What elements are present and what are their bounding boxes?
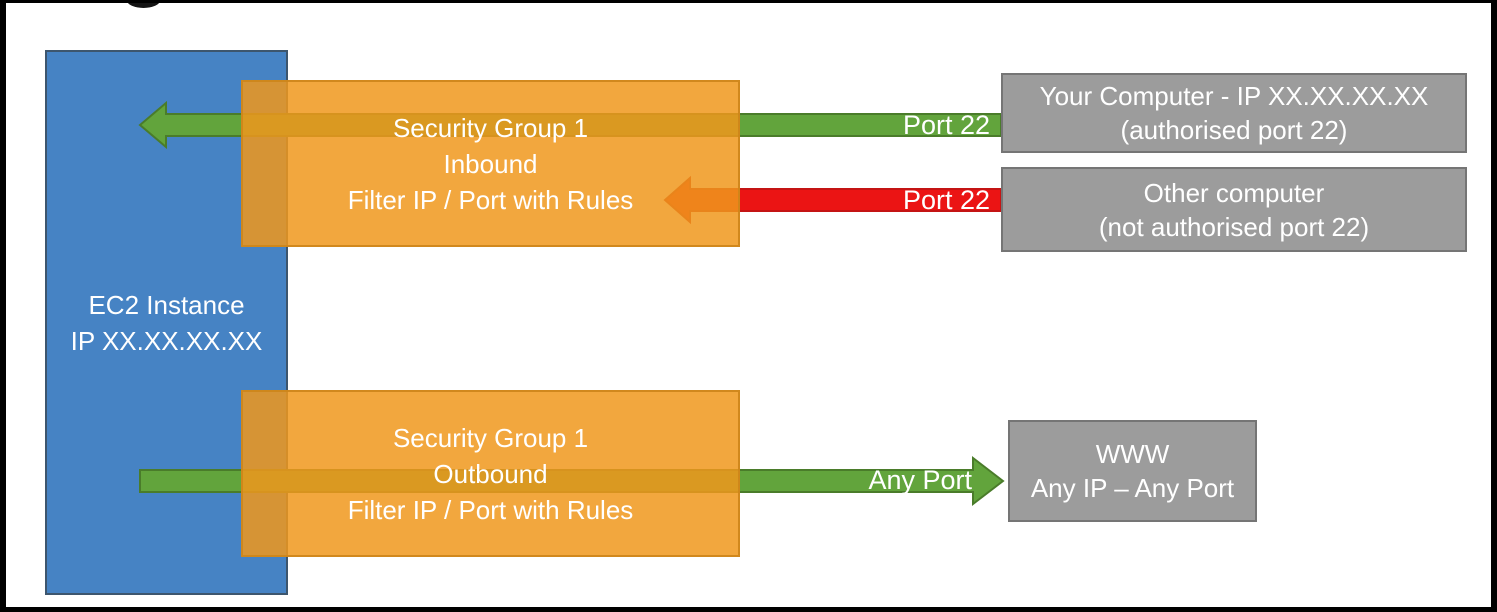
www-box: WWW Any IP – Any Port — [1008, 420, 1257, 522]
inbound-blocked-port-label: Port 22 — [902, 185, 990, 215]
top-edge-dot — [127, 0, 160, 8]
www-subtitle: Any IP – Any Port — [1030, 473, 1235, 503]
your-computer-title: Your Computer - IP XX.XX.XX.XX — [1039, 81, 1429, 111]
inbound-group-description: Filter IP / Port with Rules — [347, 184, 634, 215]
inbound-allowed-port-label: Port 22 — [902, 110, 990, 140]
inbound-group-direction: Inbound — [443, 148, 538, 179]
inbound-security-group-box: Security Group 1 Inbound Filter IP / Por… — [241, 80, 740, 247]
ec2-instance-title: EC2 Instance — [88, 289, 245, 320]
your-computer-subtitle: (authorised port 22) — [1120, 115, 1348, 145]
your-computer-box: Your Computer - IP XX.XX.XX.XX (authoris… — [1001, 73, 1467, 153]
inbound-group-title: Security Group 1 — [392, 112, 589, 143]
outbound-group-description: Filter IP / Port with Rules — [347, 494, 634, 525]
outbound-group-title: Security Group 1 — [392, 422, 589, 453]
outbound-security-group-box: Security Group 1 Outbound Filter IP / Po… — [241, 390, 740, 557]
outbound-group-direction: Outbound — [433, 458, 548, 489]
www-title: WWW — [1095, 439, 1170, 469]
outbound-port-label: Any Port — [868, 465, 972, 495]
other-computer-subtitle: (not authorised port 22) — [1098, 211, 1370, 242]
other-computer-title: Other computer — [1143, 177, 1325, 208]
other-computer-box: Other computer (not authorised port 22) — [1001, 167, 1467, 252]
ec2-instance-ip: IP XX.XX.XX.XX — [70, 325, 263, 356]
